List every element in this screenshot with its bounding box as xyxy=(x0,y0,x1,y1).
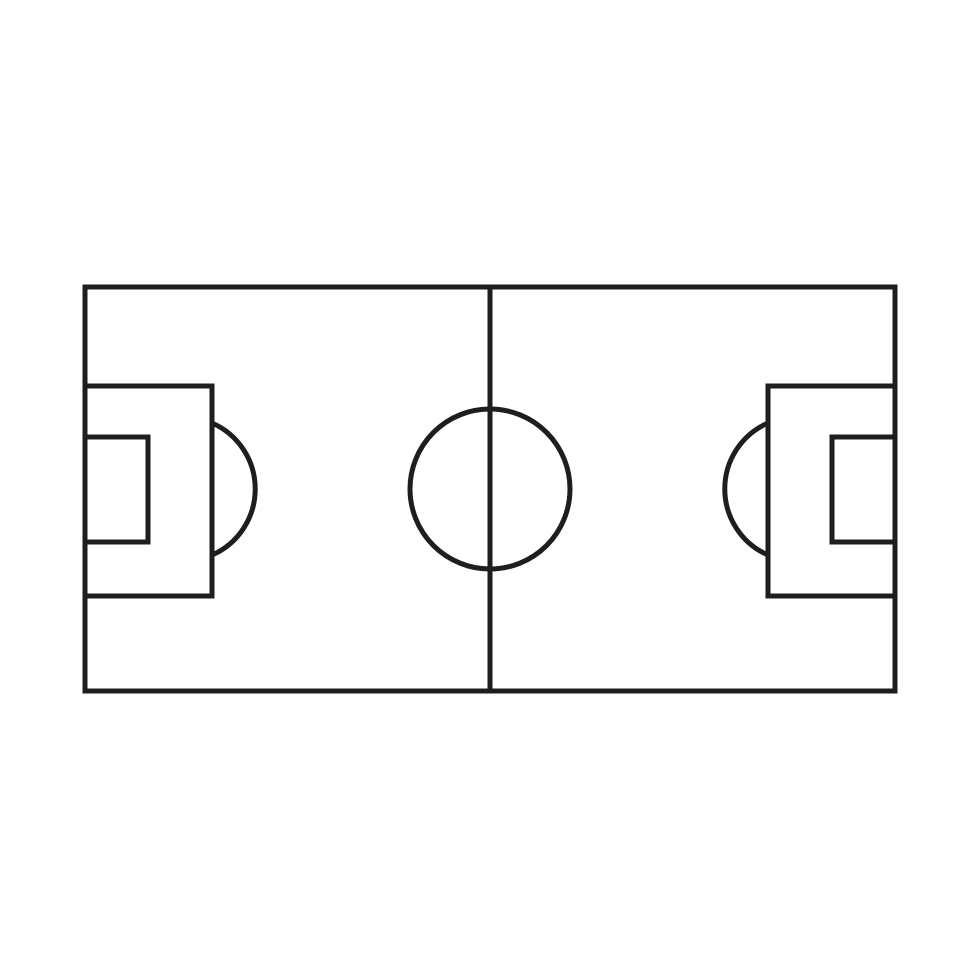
left-goal-area xyxy=(82,434,151,545)
right-goal-area xyxy=(829,434,898,545)
left-penalty-arc xyxy=(210,420,258,558)
right-penalty-arc xyxy=(722,420,770,558)
center-circle xyxy=(407,406,573,572)
